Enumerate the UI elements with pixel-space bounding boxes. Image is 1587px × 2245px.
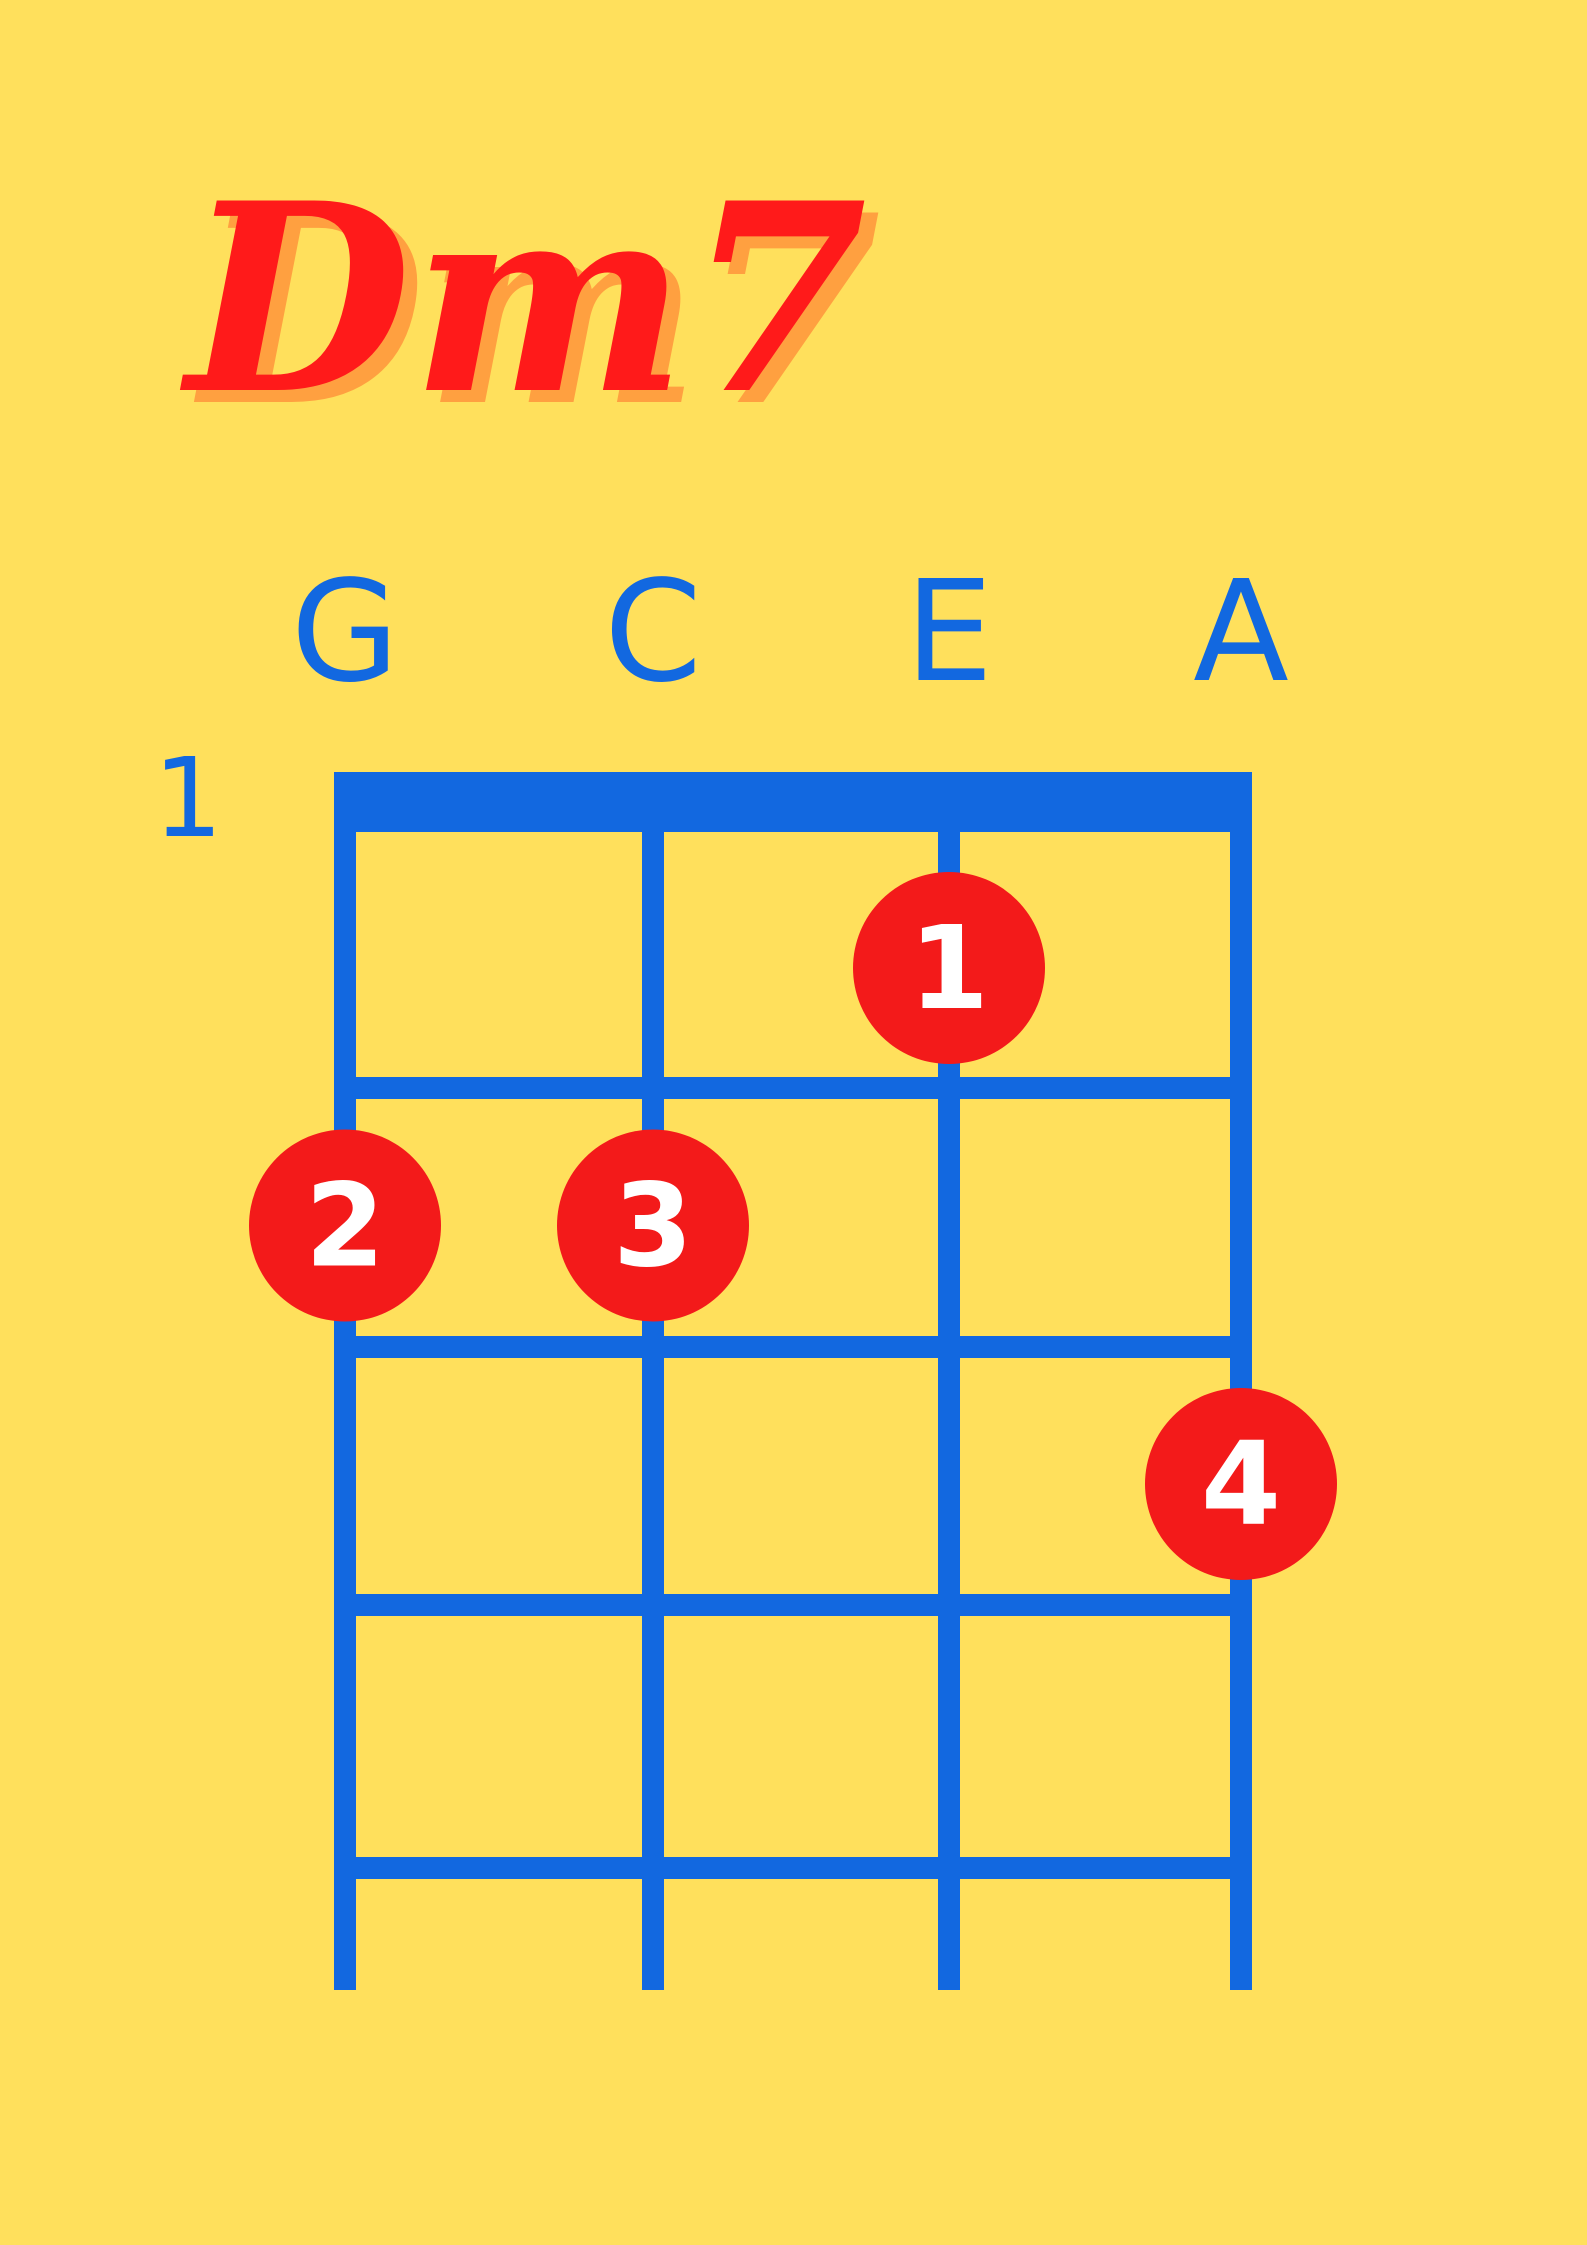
finger-number: 4 <box>1201 1418 1281 1552</box>
string-line-3 <box>938 772 960 1990</box>
finger-number: 3 <box>613 1160 693 1294</box>
fretboard-grid <box>334 772 1252 1990</box>
fret-line-4 <box>334 1857 1252 1879</box>
string-label-e: E <box>905 551 993 714</box>
string-label-g: G <box>291 551 400 714</box>
chord-title-shadow: Dm7 <box>192 159 882 464</box>
string-line-2 <box>642 772 664 1990</box>
fret-line-1 <box>334 1077 1252 1099</box>
nut <box>334 772 1252 832</box>
string-label-c: C <box>604 551 702 714</box>
finger-dot-2: 2 <box>249 1129 441 1322</box>
finger-dot-circle <box>557 1129 749 1322</box>
string-line-4 <box>1230 772 1252 1990</box>
string-label-a: A <box>1193 551 1289 714</box>
fret-line-3 <box>334 1594 1252 1616</box>
start-fret-label: 1 <box>153 734 223 862</box>
chord-title: Dm7 <box>178 147 868 452</box>
finger-number: 2 <box>305 1160 385 1294</box>
finger-dot-circle <box>1145 1388 1337 1580</box>
finger-dot-4: 4 <box>1145 1388 1337 1580</box>
finger-number: 1 <box>909 902 989 1036</box>
string-line-1 <box>334 772 356 1990</box>
finger-dot-circle <box>249 1129 441 1322</box>
finger-dot-3: 3 <box>557 1129 749 1322</box>
finger-dot-1: 1 <box>853 872 1045 1064</box>
finger-dots: 1 2 3 4 <box>249 872 1337 1580</box>
finger-dot-circle <box>853 872 1045 1064</box>
fret-line-2 <box>334 1336 1252 1358</box>
